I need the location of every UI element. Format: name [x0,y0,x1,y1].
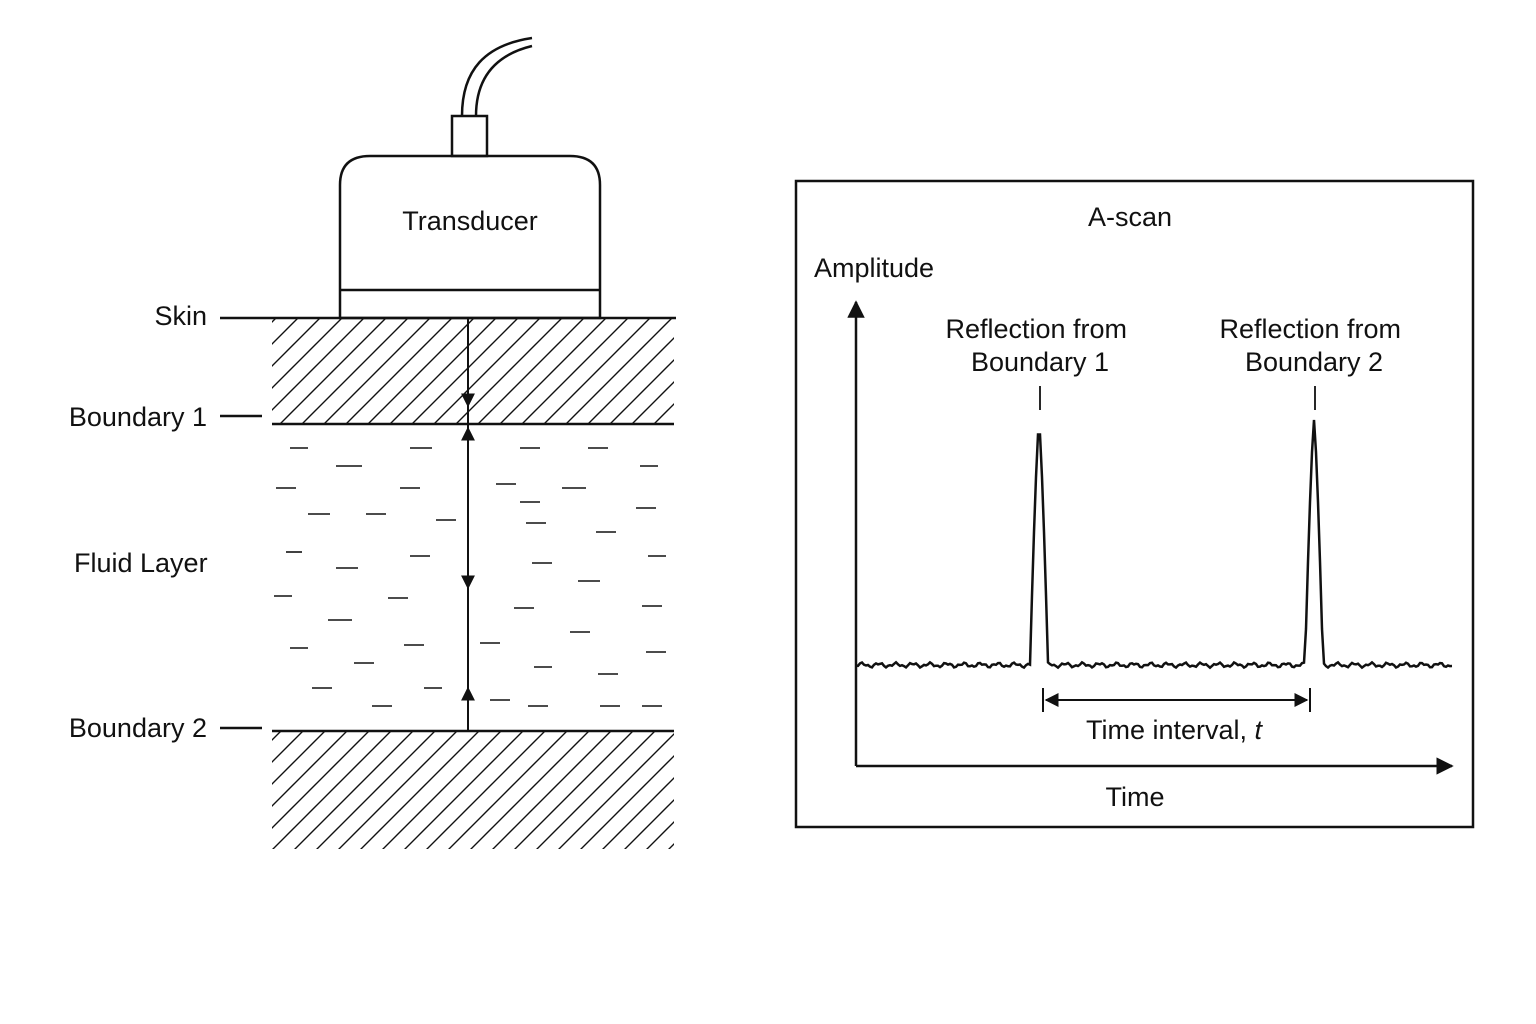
a-scan-panel: A-scan Amplitude Time Reflection from Bo… [794,179,1475,829]
x-axis-label: Time [1106,782,1165,812]
transducer-body [338,154,602,320]
fluid-layer [274,447,666,707]
transducer: Transducer [338,36,602,320]
peak-2-label: Reflection from Boundary 2 [1219,314,1408,377]
boundary-2-label: Boundary 2 [69,713,207,743]
time-interval-marker: Time interval, t [1042,688,1311,745]
a-scan-title: A-scan [1088,202,1172,232]
boundary-1-label: Boundary 1 [69,402,207,432]
tissue-layer-top [272,318,674,424]
tissue-layer-bottom [272,731,674,849]
skin-label: Skin [154,301,207,331]
transducer-label: Transducer [402,206,538,236]
a-scan-frame [794,179,1475,829]
y-axis-label: Amplitude [814,253,934,283]
signal-trace [855,419,1453,670]
transducer-connector [450,114,489,158]
interval-label: Time interval, t [1086,715,1264,745]
cross-section: Transducer [69,36,676,849]
peak-1-label: Reflection from Boundary 1 [945,314,1134,377]
transducer-cable [460,36,533,117]
fluid-layer-label: Fluid Layer [74,548,208,578]
